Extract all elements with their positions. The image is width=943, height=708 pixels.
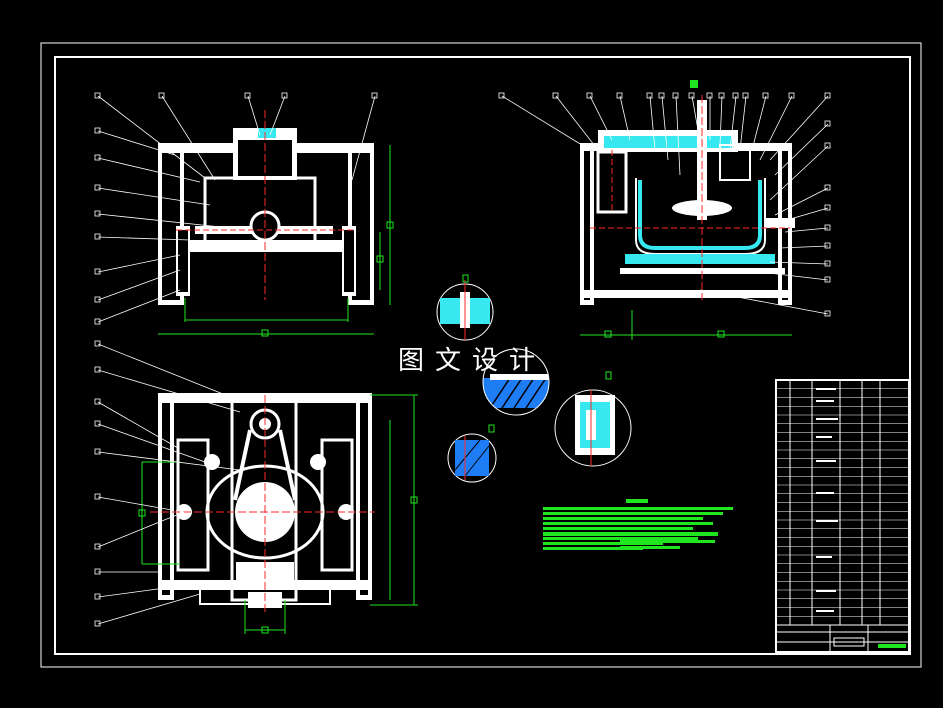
view-top-left-elevation xyxy=(94,92,394,337)
detail-view-a xyxy=(436,274,494,341)
view-top-right-section xyxy=(498,80,831,340)
view-bottom-left-plan xyxy=(94,340,418,634)
watermark-text: 图文设计 xyxy=(398,346,547,376)
sheet-outer-border xyxy=(40,42,922,668)
technical-notes-block xyxy=(543,499,733,550)
detail-view-d xyxy=(554,371,632,467)
title-block xyxy=(775,379,910,653)
drawing-frame xyxy=(54,56,911,655)
detail-view-c xyxy=(447,424,497,483)
detail-view-b xyxy=(482,348,550,416)
